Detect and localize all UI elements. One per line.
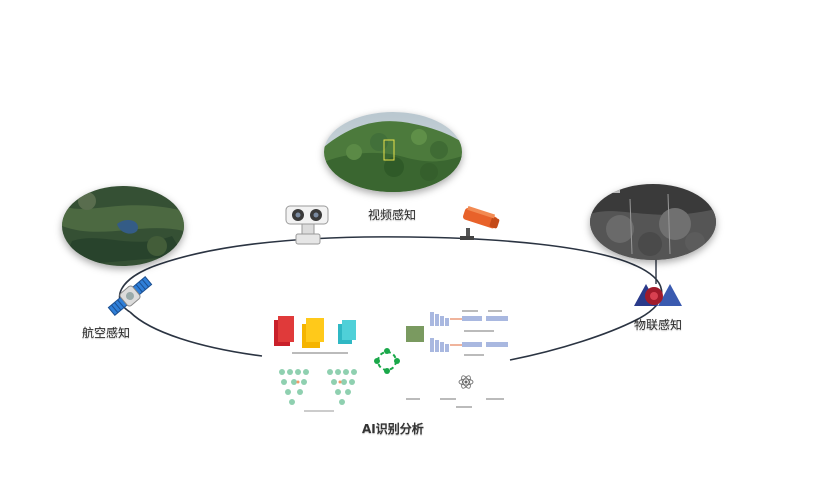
aerial-perception-label: 航空感知	[82, 326, 131, 340]
feature-maps-graphic	[274, 316, 356, 354]
video-surveillance-photo	[324, 112, 462, 192]
aerial-photo	[62, 186, 184, 266]
iot-sensor-icon	[634, 284, 682, 306]
satellite-icon	[107, 276, 153, 316]
ai-analysis-label: AI识别分析	[362, 422, 424, 436]
iot-perception-label: 物联感知	[634, 318, 683, 332]
neural-network-graphic	[279, 369, 357, 412]
ptz-camera-icon	[285, 205, 329, 245]
bullet-camera-icon	[460, 205, 500, 240]
model-flowchart-graphic	[406, 310, 508, 408]
atom-icon	[458, 375, 474, 389]
video-perception-label: 视频感知	[368, 208, 417, 222]
thermal-photo	[590, 184, 716, 260]
network-icon	[374, 348, 400, 374]
